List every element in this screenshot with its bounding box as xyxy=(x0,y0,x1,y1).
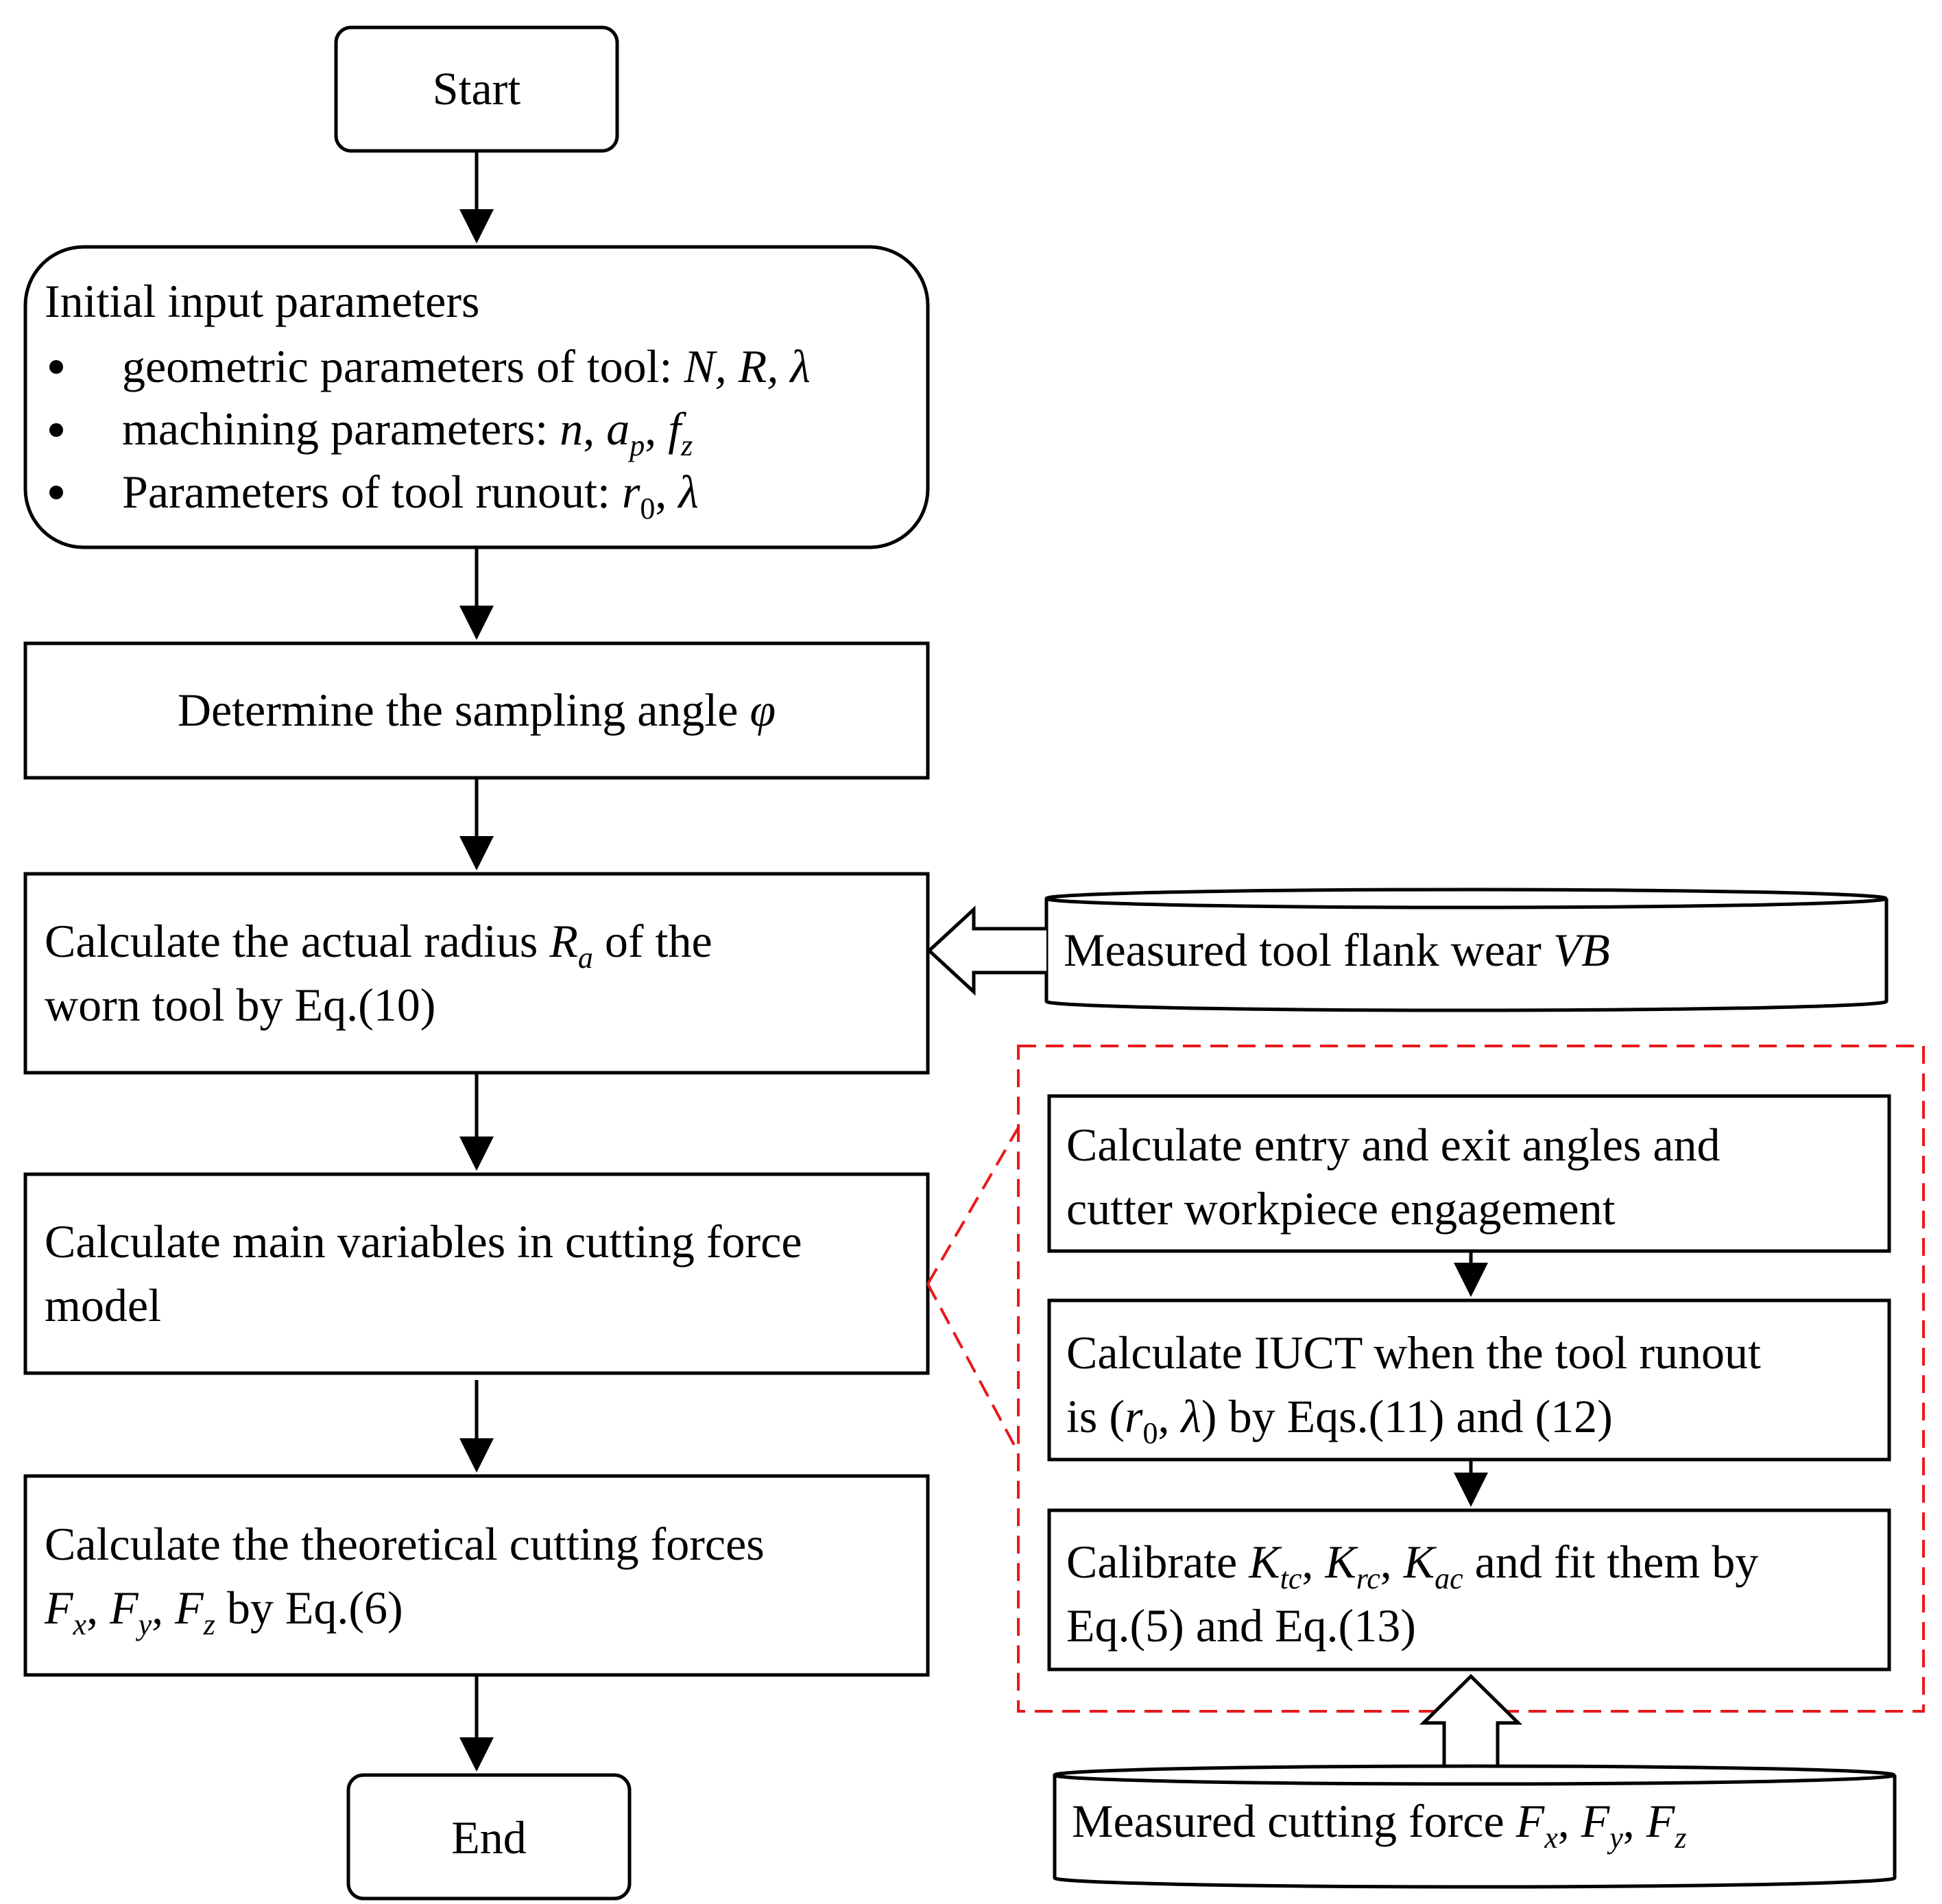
entry-exit-line-2: cutter workpiece engagement xyxy=(1066,1182,1616,1235)
sampling-angle-label: Determine the sampling angle φ xyxy=(178,684,776,736)
hollow-arrow-vb-to-radius xyxy=(926,905,1046,996)
measured-vb-label: Measured tool flank wear VB xyxy=(1064,924,1610,976)
main-variables-node: Calculate main variables in cutting forc… xyxy=(23,1172,930,1375)
theoretical-forces-node: Calculate the theoretical cutting forces… xyxy=(23,1474,930,1677)
initial-input-title: Initial input parameters xyxy=(45,275,479,327)
iuct-line-2: is (r0, λ) by Eqs.(11) and (12) xyxy=(1066,1390,1613,1450)
end-node: End xyxy=(346,1773,632,1901)
entry-exit-node: Calculate entry and exit angles and cutt… xyxy=(1047,1094,1891,1253)
entry-exit-line-1: Calculate entry and exit angles and xyxy=(1066,1119,1721,1171)
measured-vb-cylinder: Measured tool flank wear VB xyxy=(1044,888,1889,1012)
bullet-machining: machining parameters: n, ap, fz xyxy=(122,403,693,462)
main-variables-line-1: Calculate main variables in cutting forc… xyxy=(45,1215,802,1268)
bullet-3 xyxy=(49,486,63,499)
actual-radius-line-2: worn tool by Eq.(10) xyxy=(45,979,435,1031)
measured-force-cylinder: Measured cutting force Fx, Fy, Fz xyxy=(1053,1764,1897,1889)
detail-group: Calculate entry and exit angles and cutt… xyxy=(926,1045,1925,1713)
theoretical-forces-line-1: Calculate the theoretical cutting forces xyxy=(45,1518,765,1570)
start-node: Start xyxy=(334,25,619,153)
actual-radius-line-1: Calculate the actual radius Ra of the xyxy=(45,915,712,975)
calibrate-line-2: Eq.(5) and Eq.(13) xyxy=(1066,1599,1416,1652)
iuct-node: Calculate IUCT when the tool runout is (… xyxy=(1047,1298,1891,1462)
bullet-runout: Parameters of tool runout: r0, λ xyxy=(122,466,699,525)
measured-force-label: Measured cutting force Fx, Fy, Fz xyxy=(1072,1795,1686,1855)
calibrate-node: Calibrate Ktc, Krc, Kac and fit them by … xyxy=(1047,1508,1891,1671)
actual-radius-node: Calculate the actual radius Ra of the wo… xyxy=(23,872,930,1075)
bullet-1 xyxy=(49,360,63,374)
end-label: End xyxy=(451,1811,527,1864)
calibrate-line-1: Calibrate Ktc, Krc, Kac and fit them by xyxy=(1066,1536,1758,1595)
bullet-geometric: geometric parameters of tool: N, R, λ xyxy=(122,340,811,392)
iuct-line-1: Calculate IUCT when the tool runout xyxy=(1066,1326,1761,1379)
bullet-2 xyxy=(49,423,63,437)
initial-input-node: Initial input parameters geometric param… xyxy=(23,245,930,549)
hollow-arrow-force-to-calib xyxy=(1419,1674,1523,1775)
sampling-angle-node: Determine the sampling angle φ xyxy=(23,641,930,780)
main-variables-line-2: model xyxy=(45,1279,161,1331)
theoretical-forces-line-2: Fx, Fy, Fz by Eq.(6) xyxy=(44,1582,403,1641)
start-label: Start xyxy=(433,62,521,115)
